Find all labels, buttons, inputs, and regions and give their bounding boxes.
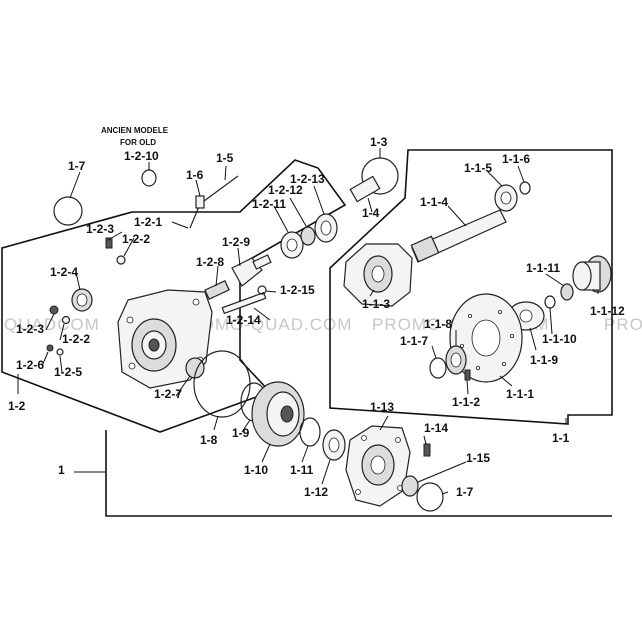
o-ring-1-7b bbox=[416, 482, 444, 512]
watermark-edge: PRO bbox=[604, 315, 642, 334]
label-1-11: 1-11 bbox=[290, 463, 314, 477]
label-1-7b: 1-7 bbox=[456, 485, 474, 499]
watermark-left: QUADCOM bbox=[4, 315, 100, 334]
ring-1-1-11 bbox=[560, 283, 574, 301]
label-1-15: 1-15 bbox=[466, 451, 490, 465]
label-1-2-4: 1-2-4 bbox=[50, 265, 78, 279]
ring-1-2-15 bbox=[257, 285, 267, 295]
frame-1 bbox=[105, 430, 612, 517]
label-1-1-8: 1-1-8 bbox=[424, 317, 452, 331]
note-line2: FOR OLD bbox=[120, 138, 156, 147]
label-1-2-14: 1-2-14 bbox=[226, 313, 261, 327]
label-1-1-5: 1-1-5 bbox=[464, 161, 492, 175]
label-1-3: 1-3 bbox=[370, 135, 388, 149]
label-1-1-11: 1-1-11 bbox=[526, 261, 560, 275]
ring-1-2-12 bbox=[300, 226, 316, 246]
label-1-2: 1-2 bbox=[8, 399, 26, 413]
circlip-1-1-7 bbox=[429, 357, 447, 379]
label-1-2-11: 1-2-11 bbox=[252, 197, 286, 211]
label-1-1-4: 1-1-4 bbox=[420, 195, 448, 209]
washer-1-2-5 bbox=[56, 348, 64, 356]
shaft-1-1-4 bbox=[410, 209, 507, 263]
shim-1-11 bbox=[299, 417, 321, 447]
label-1-2-15: 1-2-15 bbox=[280, 283, 315, 297]
washer-1-2-2b bbox=[61, 315, 71, 325]
housing-1-1-3 bbox=[343, 243, 413, 307]
bolt-1-1-2 bbox=[464, 369, 471, 381]
coupler-1-1-12 bbox=[572, 255, 612, 293]
label-1-2-2b: 1-2-2 bbox=[62, 332, 90, 346]
bolt-1-14 bbox=[423, 443, 431, 457]
shaft-1-2-14 bbox=[221, 291, 267, 315]
label-1-2-5: 1-2-5 bbox=[54, 365, 82, 379]
o-ring-1-7 bbox=[53, 196, 83, 226]
bolt-1-2-3b bbox=[49, 305, 59, 315]
bolt-1-2-3 bbox=[105, 237, 113, 249]
label-1-12: 1-12 bbox=[304, 485, 328, 499]
label-1-2-2: 1-2-2 bbox=[122, 232, 150, 246]
label-1-1-9: 1-1-9 bbox=[530, 353, 558, 367]
label-1-8: 1-8 bbox=[200, 433, 218, 447]
ring-gear-1-10 bbox=[251, 381, 305, 447]
label-1-1-2: 1-1-2 bbox=[452, 395, 480, 409]
label-1-2-12: 1-2-12 bbox=[268, 183, 303, 197]
cover-1-13 bbox=[345, 425, 411, 507]
breather-1-6 bbox=[195, 195, 205, 209]
label-1-2-7: 1-2-7 bbox=[154, 387, 182, 401]
label-1-10: 1-10 bbox=[244, 463, 268, 477]
label-1: 1 bbox=[58, 463, 65, 477]
label-1-1-7: 1-1-7 bbox=[400, 334, 428, 348]
leader-lines bbox=[17, 148, 599, 495]
label-1-1-1: 1-1-1 bbox=[506, 387, 534, 401]
label-1-2-9: 1-2-9 bbox=[222, 235, 250, 249]
spring-1-4 bbox=[349, 175, 381, 203]
label-1-2-10: 1-2-10 bbox=[124, 149, 159, 163]
ring-1-1-10 bbox=[544, 295, 556, 309]
label-1-14: 1-14 bbox=[424, 421, 448, 435]
label-1-2-8: 1-2-8 bbox=[196, 255, 224, 269]
label-1-4: 1-4 bbox=[362, 206, 380, 220]
label-1-2-3b: 1-2-3 bbox=[16, 322, 44, 336]
label-1-1-10: 1-1-10 bbox=[542, 332, 577, 346]
label-1-13: 1-13 bbox=[370, 400, 394, 414]
label-1-1-3: 1-1-3 bbox=[362, 297, 390, 311]
label-1-1-6: 1-1-6 bbox=[502, 152, 530, 166]
frame-1-1 bbox=[329, 149, 613, 425]
watermark-center: PROMO-QUAD.COM bbox=[175, 315, 352, 334]
label-1-2-6: 1-2-6 bbox=[16, 358, 44, 372]
label-1-9: 1-9 bbox=[232, 426, 250, 440]
washer-1-2-10 bbox=[141, 169, 157, 187]
brake-disc-1-1-1 bbox=[449, 293, 523, 383]
part-labels: 1 1-1 1-1-1 1-1-2 1-1-3 1-1-4 1-1-5 1-1-… bbox=[8, 135, 625, 499]
label-1-6: 1-6 bbox=[186, 168, 204, 182]
label-1-5: 1-5 bbox=[216, 151, 234, 165]
label-1-7: 1-7 bbox=[68, 159, 86, 173]
label-1-1-12: 1-1-12 bbox=[590, 304, 625, 318]
label-1-2-3: 1-2-3 bbox=[86, 222, 114, 236]
label-1-2-1: 1-2-1 bbox=[134, 215, 162, 229]
label-1-1: 1-1 bbox=[552, 431, 570, 445]
seal-1-15 bbox=[401, 475, 419, 497]
note-line1: ANCIEN MODELE bbox=[101, 126, 169, 135]
nut-1-2-6 bbox=[46, 344, 54, 352]
label-1-2-13: 1-2-13 bbox=[290, 172, 325, 186]
washer-1-2-2 bbox=[116, 255, 126, 265]
ring-1-1-6 bbox=[519, 181, 531, 195]
